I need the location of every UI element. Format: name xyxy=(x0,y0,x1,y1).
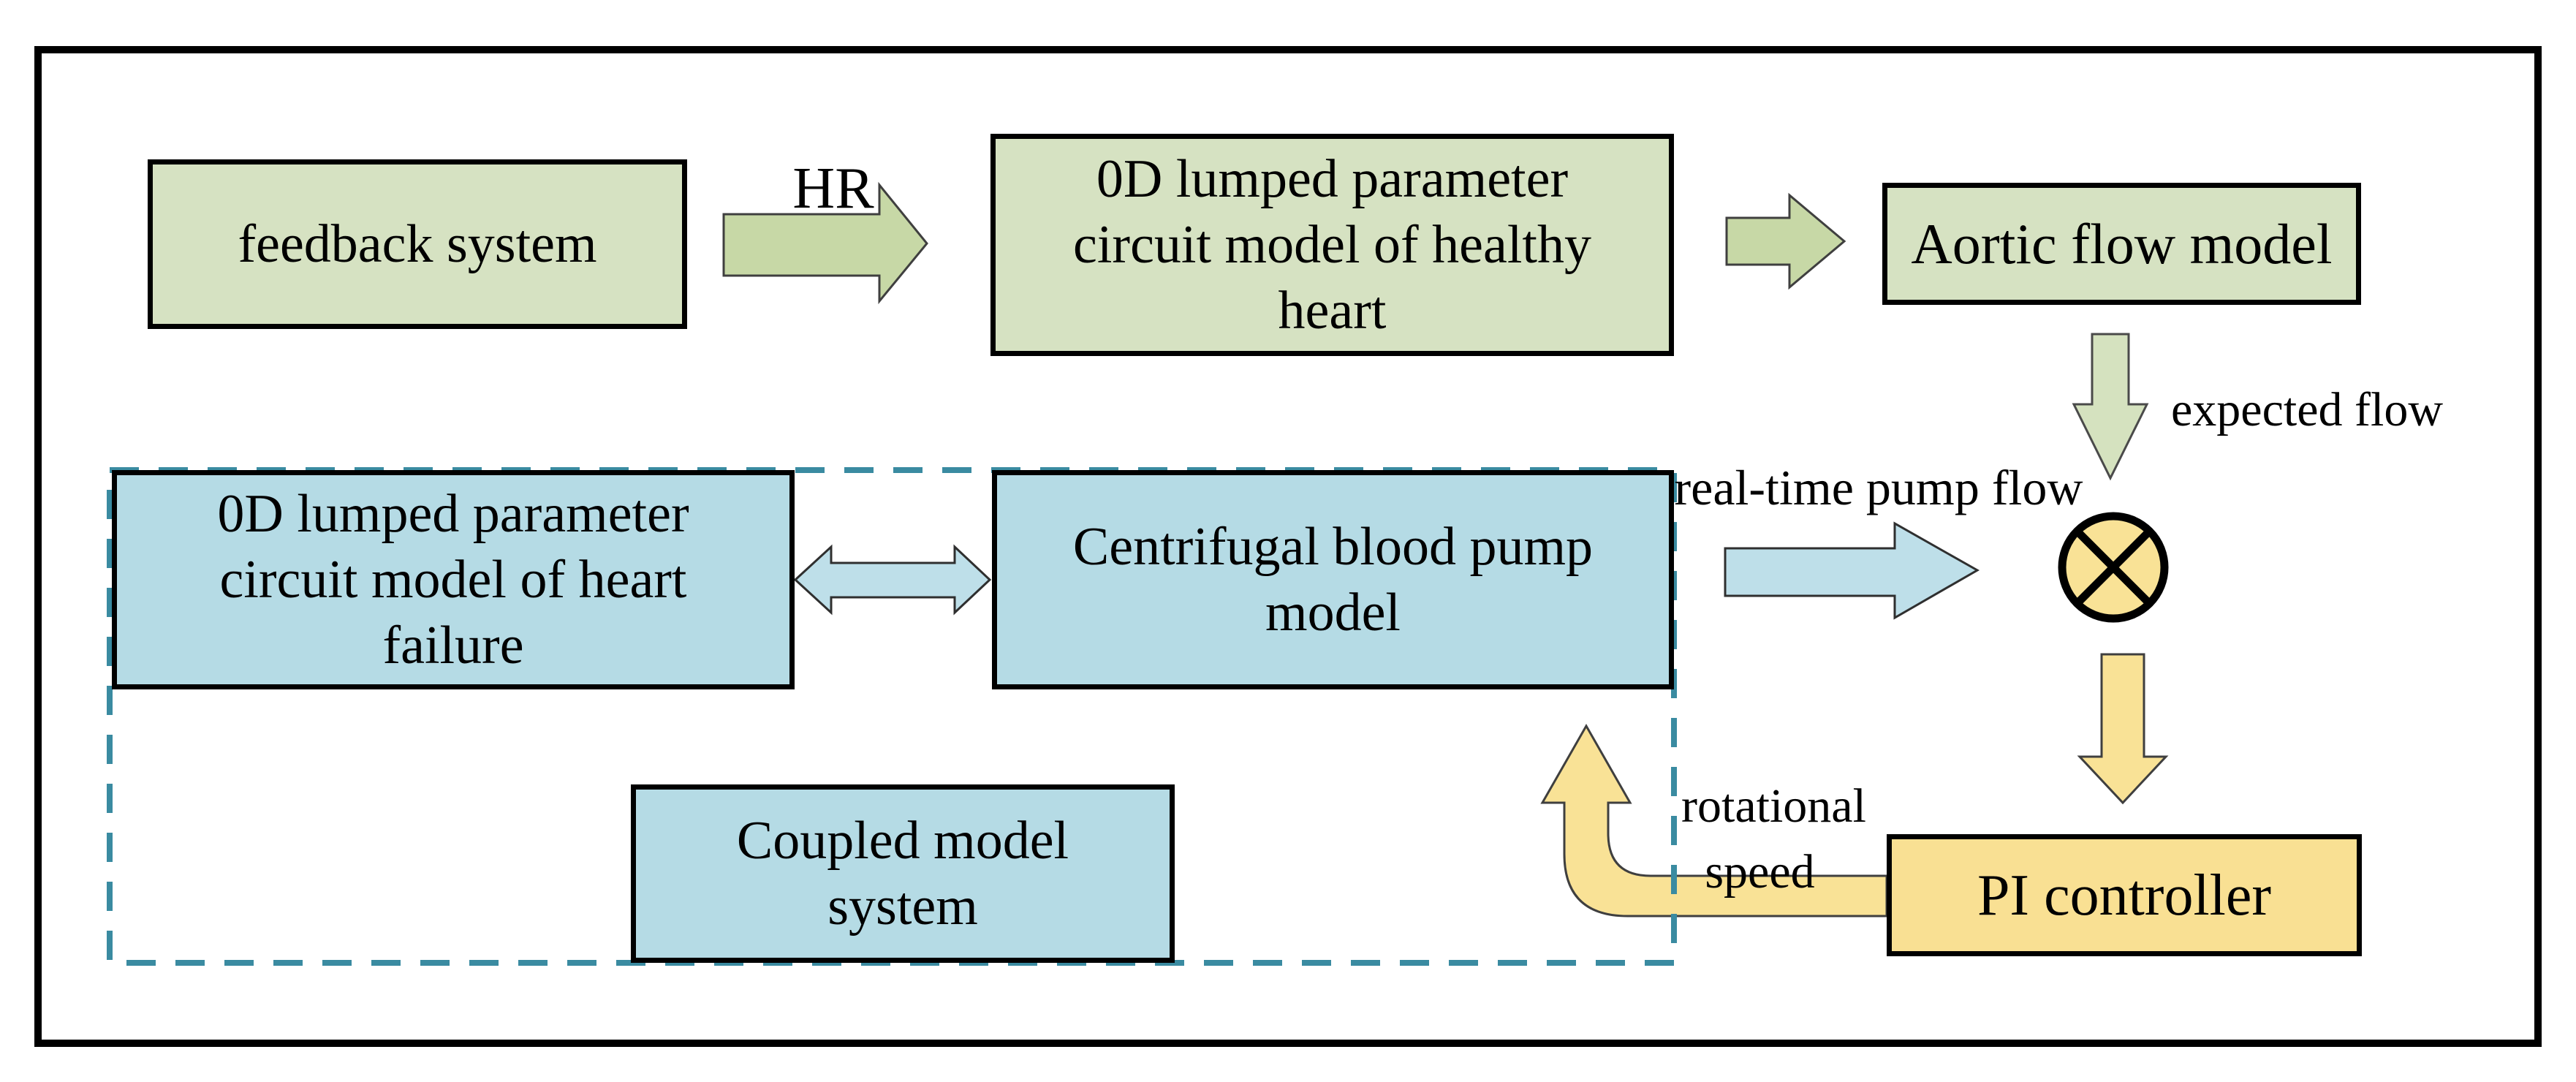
healthy-heart-model-box: 0D lumped parameter circuit model of hea… xyxy=(990,134,1674,356)
comparison-junction-icon xyxy=(2058,512,2169,623)
expected-flow-label: expected flow xyxy=(2171,383,2443,436)
rotational-speed-label: rotational speed xyxy=(1681,773,1866,905)
coupled-model-system-label: Coupled model system xyxy=(736,811,1069,937)
outer-frame xyxy=(34,46,2542,1047)
coupled-model-system-box: Coupled model system xyxy=(631,784,1175,963)
heart-failure-model-label: 0D lumped parameter circuit model of hea… xyxy=(217,484,689,676)
centrifugal-pump-model-box: Centrifugal blood pump model xyxy=(992,470,1674,689)
hr-label: HR xyxy=(792,156,874,221)
healthy-to-aortic-arrow-icon xyxy=(1725,192,1846,290)
centrifugal-pump-model-label: Centrifugal blood pump model xyxy=(1072,517,1594,643)
rotational-speed-line1: rotational xyxy=(1681,779,1866,833)
junction-to-pi-arrow-icon xyxy=(2077,653,2169,805)
feedback-system-box: feedback system xyxy=(148,159,687,329)
bidirectional-coupling-arrow-icon xyxy=(793,544,992,616)
pi-controller-label: PI controller xyxy=(1977,863,2272,928)
hr-arrow-icon xyxy=(722,181,928,305)
aortic-flow-model-label: Aortic flow model xyxy=(1911,211,2333,276)
healthy-heart-model-label: 0D lumped parameter circuit model of hea… xyxy=(1073,149,1591,341)
rotational-speed-line2: speed xyxy=(1705,845,1815,898)
feedback-system-label: feedback system xyxy=(238,214,597,274)
expected-flow-arrow-icon xyxy=(2072,333,2149,481)
rotational-speed-arrow-icon xyxy=(1540,723,1888,918)
pi-controller-box: PI controller xyxy=(1887,834,2362,956)
aortic-flow-model-box: Aortic flow model xyxy=(1882,183,2361,305)
pump-flow-arrow-icon xyxy=(1724,521,1980,620)
heart-failure-model-box: 0D lumped parameter circuit model of hea… xyxy=(112,470,795,689)
real-time-pump-flow-label: real-time pump flow xyxy=(1674,460,2083,515)
